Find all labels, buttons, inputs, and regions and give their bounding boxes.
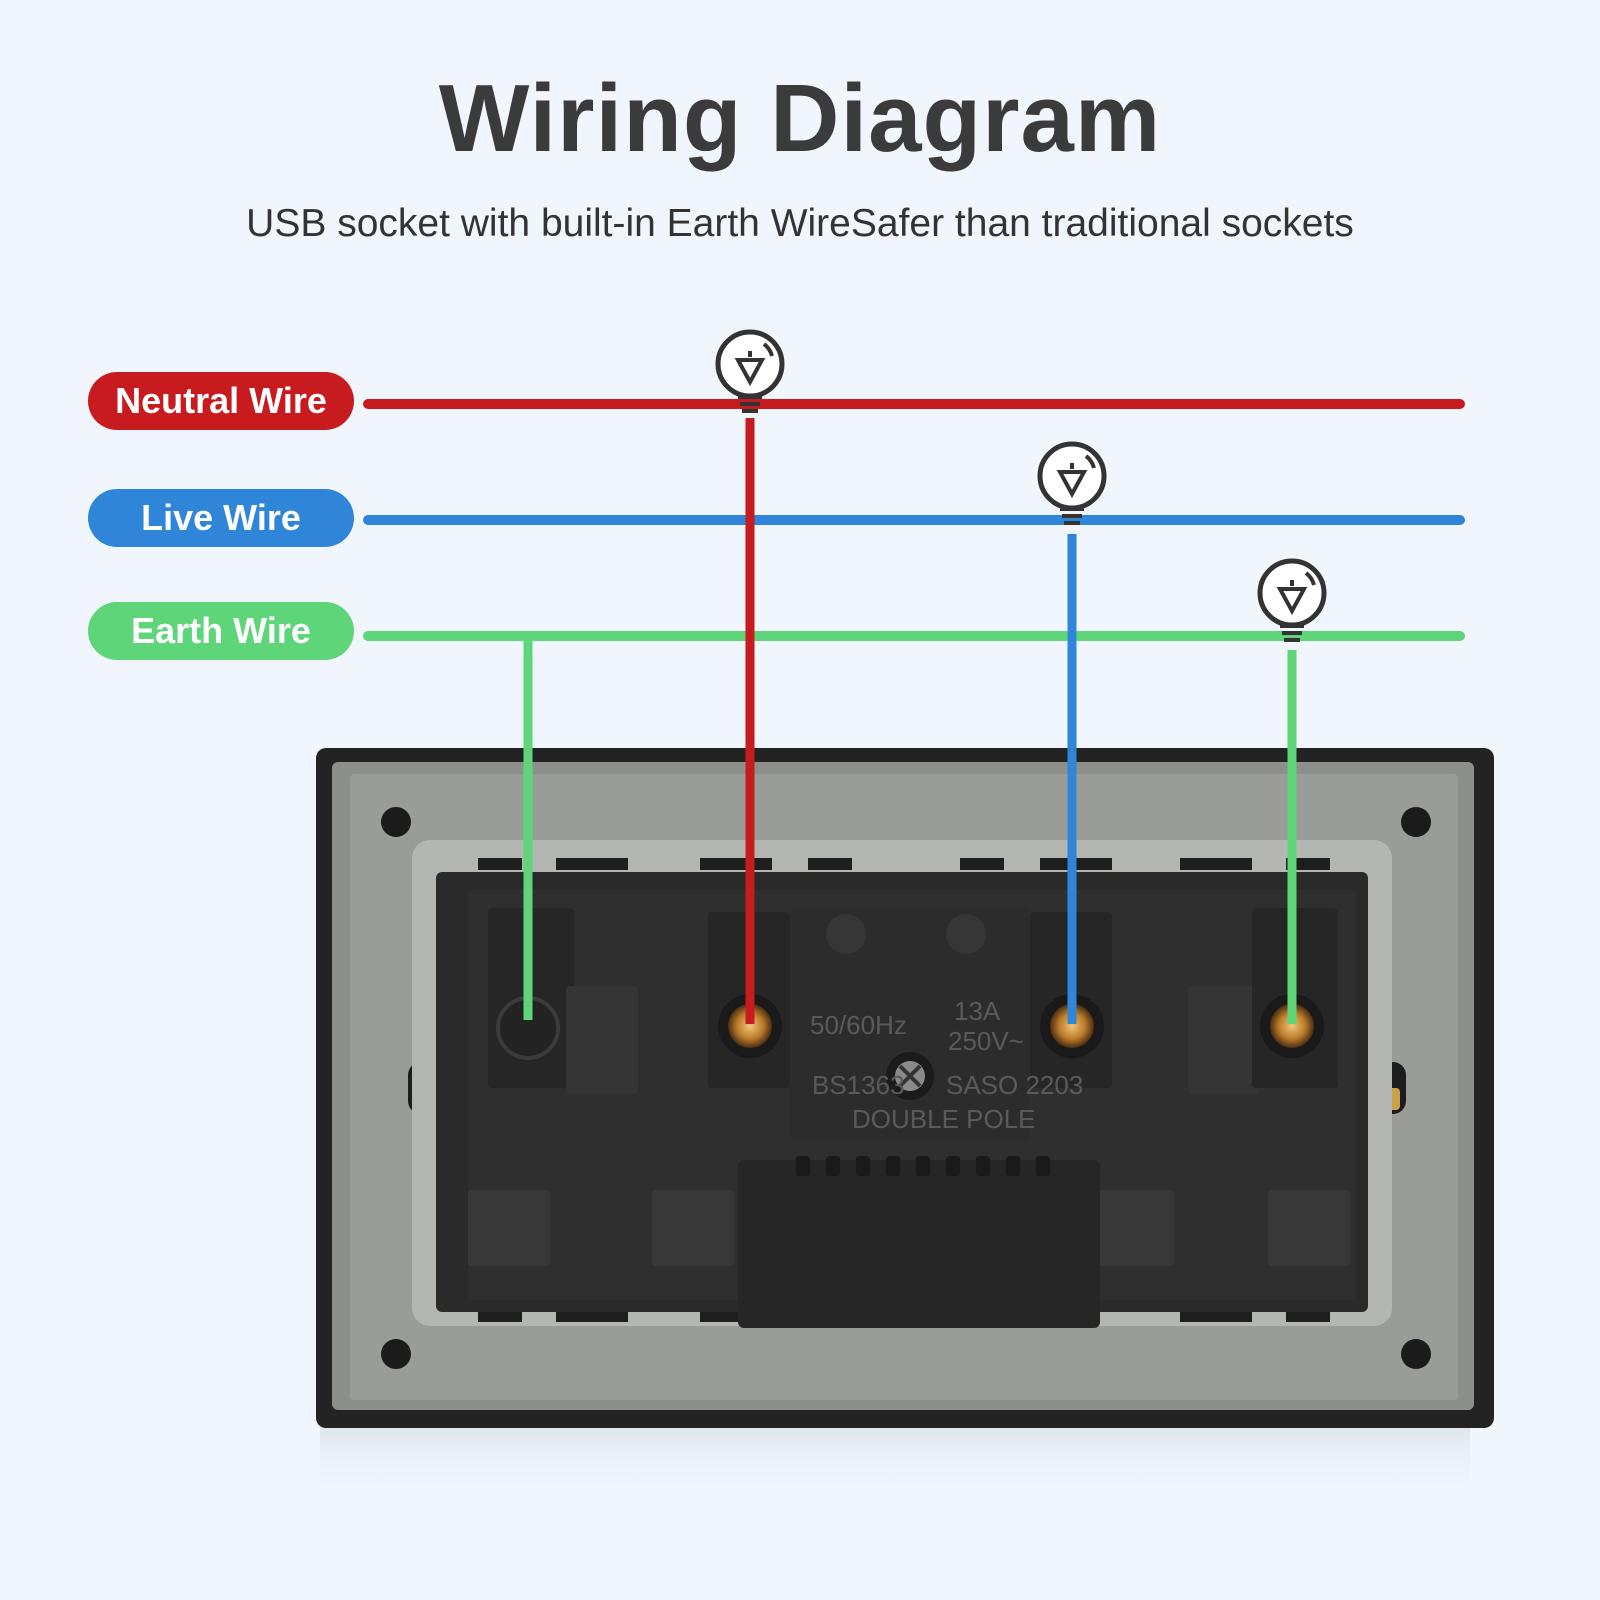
mount-hole: [1401, 807, 1431, 837]
standard-right-marking: SASO 2203: [946, 1070, 1083, 1100]
page-title: Wiring Diagram: [438, 65, 1162, 172]
test-bulb-icon: [1260, 561, 1324, 642]
mount-hole: [381, 1339, 411, 1369]
standard-left-marking: BS1363: [812, 1070, 905, 1100]
live-wire-label: Live Wire: [88, 489, 354, 547]
test-bulb-icon: [1040, 444, 1104, 525]
frequency-marking: 50/60Hz: [810, 1010, 907, 1040]
current-marking: 13A: [954, 996, 1001, 1026]
mount-hole: [381, 807, 411, 837]
pole-marking: DOUBLE POLE: [852, 1104, 1036, 1134]
mount-hole: [1401, 1339, 1431, 1369]
neutral-wire-label: Neutral Wire: [88, 372, 354, 430]
socket-back-plate: 50/60Hz 13A 250V~ BS1363 SASO 2203 DOUBL…: [316, 748, 1494, 1428]
page-subtitle: USB socket with built-in Earth WireSafer…: [246, 202, 1354, 245]
earth-wire-label: Earth Wire: [88, 602, 354, 660]
voltage-marking: 250V~: [948, 1026, 1024, 1056]
